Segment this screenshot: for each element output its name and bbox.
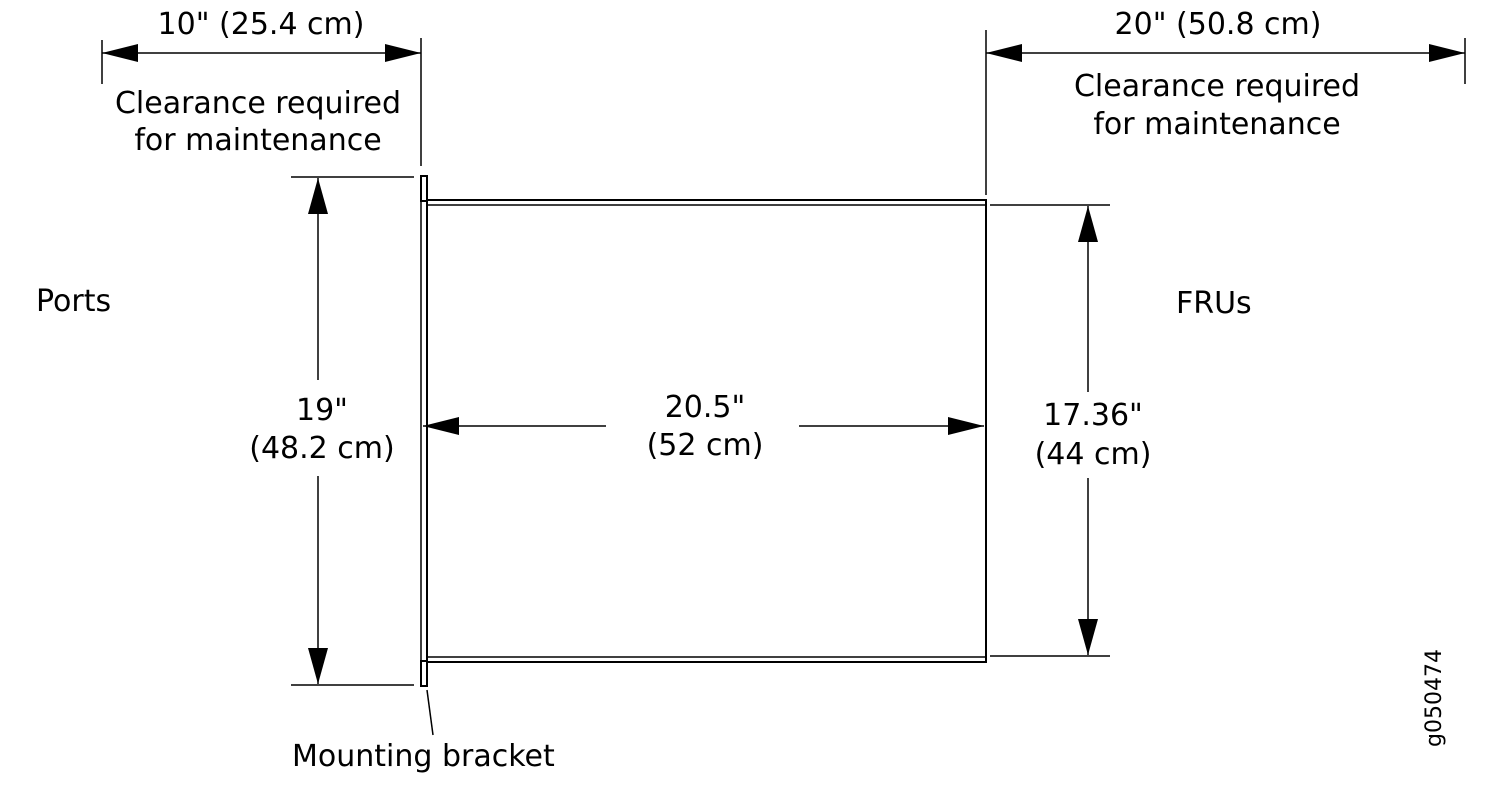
chassis-width-dimension: 17.36" (44 cm) <box>990 204 1152 657</box>
front-clearance-dimension: 10" (25.4 cm) Clearance required for mai… <box>101 7 422 166</box>
front-clearance-arrow <box>102 44 421 62</box>
chassis-width-value-line1: 17.36" <box>1043 398 1143 433</box>
front-clearance-value: 10" (25.4 cm) <box>158 7 365 42</box>
rear-clearance-arrow <box>986 44 1465 62</box>
depth-value-line1: 20.5" <box>665 390 746 425</box>
bracket-width-dimension: 19" (48.2 cm) <box>249 176 414 686</box>
rear-clearance-caption-line2: for maintenance <box>1093 107 1340 142</box>
ports-label: Ports <box>36 284 111 319</box>
depth-dimension: 20.5" (52 cm) <box>423 390 984 463</box>
mounting-bracket-label: Mounting bracket <box>292 739 555 774</box>
depth-value-line2: (52 cm) <box>647 428 764 463</box>
bracket-width-value-line1: 19" <box>296 393 348 428</box>
mounting-bracket-leader <box>426 689 434 736</box>
front-clearance-caption-line2: for maintenance <box>134 123 381 158</box>
front-clearance-caption-line1: Clearance required <box>115 86 401 121</box>
bracket-width-value-line2: (48.2 cm) <box>249 431 394 466</box>
frus-label: FRUs <box>1176 286 1252 321</box>
chassis-body <box>426 199 987 663</box>
chassis-outline <box>420 175 987 687</box>
rear-clearance-value: 20" (50.8 cm) <box>1115 7 1322 42</box>
mounting-bracket-callout: Mounting bracket <box>292 689 555 774</box>
mounting-bracket-bottom <box>420 660 428 687</box>
rear-clearance-caption-line1: Clearance required <box>1074 69 1360 104</box>
chassis-width-value-line2: (44 cm) <box>1035 437 1152 472</box>
figure-id: g050474 <box>1422 649 1447 747</box>
rear-clearance-dimension: 20" (50.8 cm) Clearance required for mai… <box>985 7 1466 195</box>
mounting-bracket-top <box>420 175 428 202</box>
